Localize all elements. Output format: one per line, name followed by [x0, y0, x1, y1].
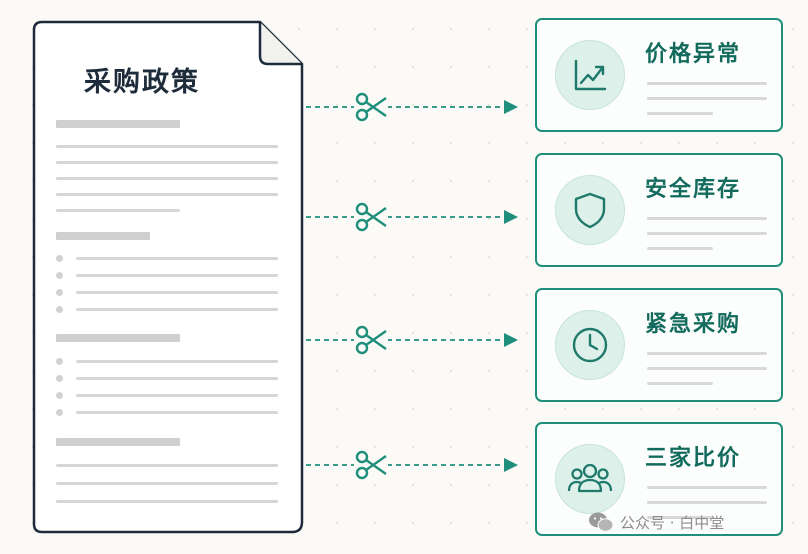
icon-circle	[555, 40, 625, 110]
text-line	[76, 291, 278, 294]
text-line	[647, 82, 767, 85]
wechat-icon	[589, 512, 614, 532]
heading-bar	[56, 334, 180, 342]
bullet-dot	[56, 289, 63, 296]
text-line	[76, 257, 278, 260]
bullet-dot	[56, 272, 63, 279]
watermark-text: 公众号 · 白中堂	[620, 513, 725, 532]
category-card-urgent-procurement: 紧急采购	[535, 288, 783, 402]
text-line	[647, 516, 713, 519]
scissors-icon	[354, 325, 388, 355]
category-card-three-quote-comparison: 三家比价	[535, 422, 783, 536]
cut-connector	[306, 202, 518, 232]
card-title: 安全库存	[645, 177, 742, 202]
text-line	[76, 308, 278, 311]
icon-circle	[555, 444, 625, 514]
cut-connector	[306, 92, 518, 122]
folded-corner	[258, 22, 302, 66]
text-line	[76, 274, 278, 277]
bullet-dot	[56, 409, 63, 416]
scissors-icon	[354, 450, 388, 480]
arrow-head-icon	[504, 458, 518, 472]
text-line	[56, 177, 278, 180]
category-card-price-anomaly: 价格异常	[535, 18, 783, 132]
scissors-icon	[354, 92, 388, 122]
icon-circle	[555, 310, 625, 380]
bullet-dot	[56, 392, 63, 399]
text-line	[76, 360, 278, 363]
text-line	[647, 232, 767, 235]
cut-connector	[306, 450, 518, 480]
watermark: 公众号 · 白中堂	[588, 509, 724, 535]
trend-chart-icon	[574, 59, 607, 91]
text-line	[647, 486, 767, 489]
text-line	[56, 145, 278, 148]
text-line	[76, 394, 278, 397]
card-title: 三家比价	[645, 446, 742, 471]
heading-bar	[56, 438, 180, 446]
shield-icon	[574, 192, 606, 229]
text-line	[56, 161, 278, 164]
text-line	[647, 247, 713, 250]
card-title: 价格异常	[645, 42, 742, 67]
text-line	[647, 112, 713, 115]
clock-icon	[572, 327, 608, 363]
category-card-safety-stock: 安全库存	[535, 153, 783, 267]
scissors-icon	[354, 202, 388, 232]
text-line	[56, 193, 278, 196]
text-line	[647, 217, 767, 220]
bullet-dot	[56, 358, 63, 365]
arrow-head-icon	[504, 100, 518, 114]
people-group-icon	[567, 463, 613, 493]
text-line	[56, 500, 278, 503]
text-line	[76, 411, 278, 414]
arrow-head-icon	[504, 333, 518, 347]
document-title: 采购政策	[84, 67, 200, 98]
heading-bar	[56, 120, 180, 128]
document-outline	[32, 20, 304, 534]
text-line	[647, 501, 767, 504]
text-line	[56, 464, 278, 467]
text-line	[647, 97, 767, 100]
bullet-dot	[56, 306, 63, 313]
card-title: 紧急采购	[645, 312, 742, 337]
text-line	[56, 209, 180, 212]
text-line	[76, 377, 278, 380]
heading-bar	[56, 232, 150, 240]
text-line	[647, 382, 713, 385]
text-line	[647, 352, 767, 355]
text-line	[56, 482, 278, 485]
icon-circle	[555, 175, 625, 245]
policy-document: 采购政策	[32, 20, 304, 534]
text-line	[647, 367, 767, 370]
cut-connector	[306, 325, 518, 355]
bullet-dot	[56, 255, 63, 262]
bullet-dot	[56, 375, 63, 382]
arrow-head-icon	[504, 210, 518, 224]
